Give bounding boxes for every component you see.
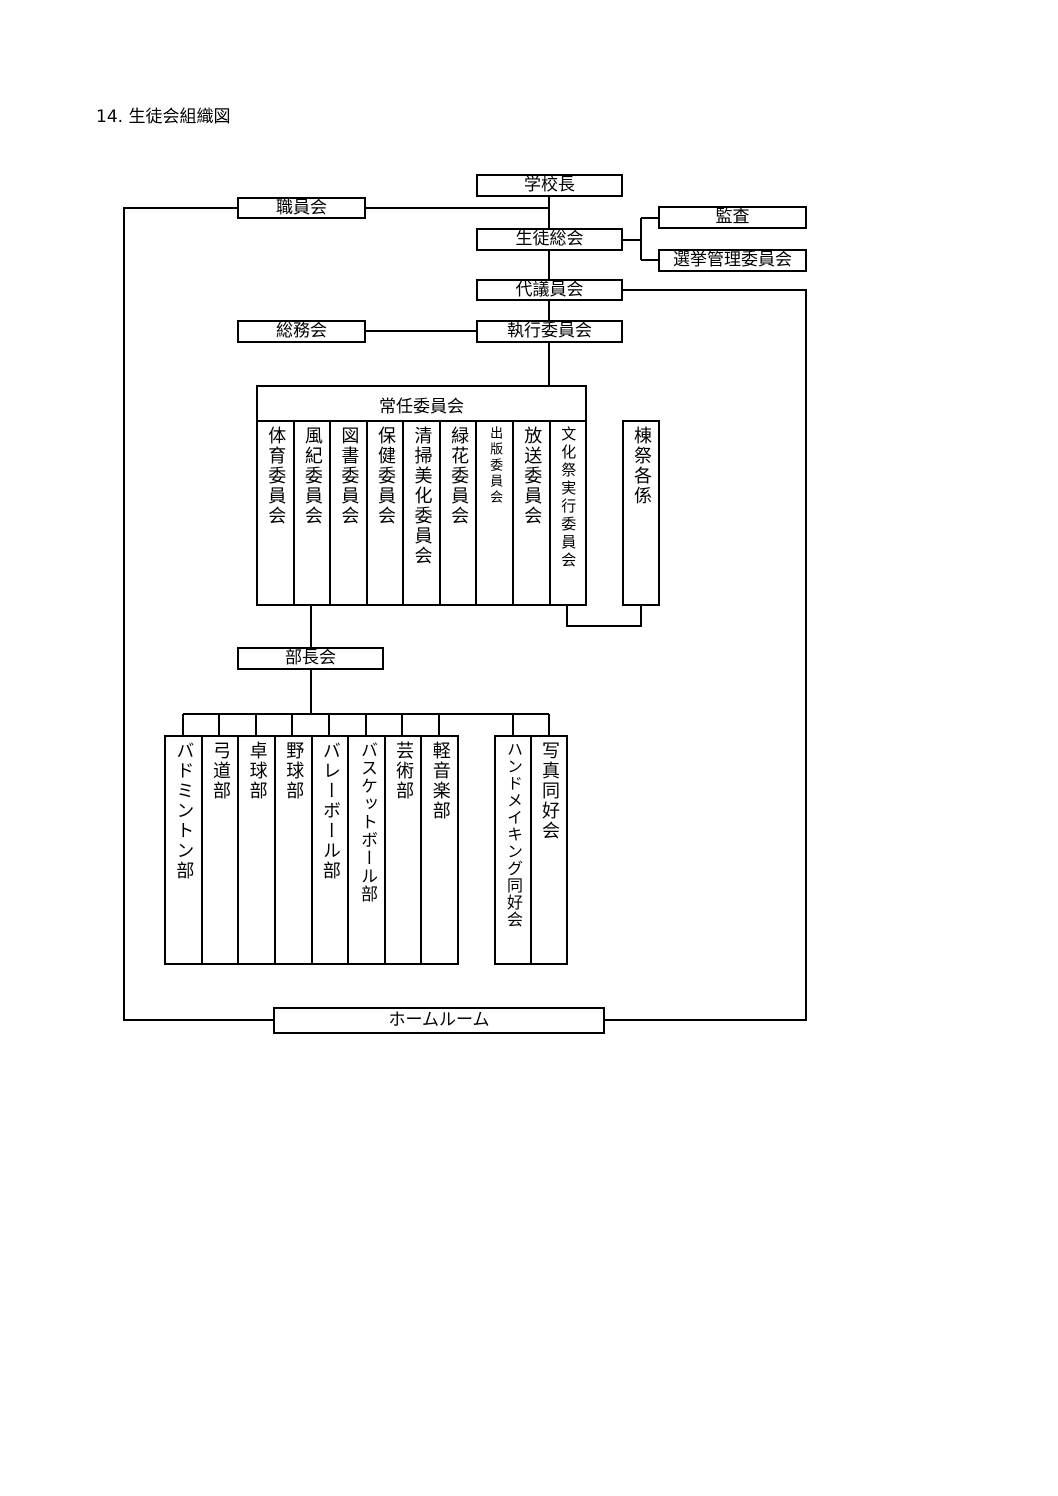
committee-column: 清掃美化委員会 [402, 422, 439, 604]
page-title: 14. 生徒会組織図 [96, 107, 231, 127]
committee-label: 保健委員会 [374, 426, 396, 526]
group-column: 写真同好会 [530, 737, 566, 963]
general-affairs-label: 総務会 [276, 321, 327, 341]
club-column: バレーボール部 [310, 737, 348, 963]
committee-column: 出版委員会 [475, 422, 512, 604]
homeroom-label: ホームルーム [388, 1010, 490, 1030]
principal-label: 学校長 [524, 175, 575, 195]
club-column: 野球部 [273, 737, 311, 963]
standing-committee-columns: 体育委員会 風紀委員会 図書委員会 保健委員会 清掃美化委員会 緑花委員会 出版… [256, 420, 587, 606]
club-column: バスケットボール部 [347, 737, 384, 963]
club-label: 弓道部 [209, 741, 231, 801]
committee-column: 放送委員会 [511, 422, 549, 604]
committee-label: 放送委員会 [521, 426, 543, 526]
standing-committee-label: 常任委員会 [379, 397, 464, 417]
clubs-columns: バドミントン部 弓道部 卓球部 野球部 バレーボール部 バスケットボール部 芸術… [164, 735, 459, 965]
dorm-festival-column: 棟祭各係 [624, 422, 658, 604]
group-label: 写真同好会 [539, 741, 560, 841]
club-column: 芸術部 [383, 737, 421, 963]
committee-label: 体育委員会 [265, 426, 287, 526]
executive-committee-label: 執行委員会 [507, 321, 592, 341]
club-label: 芸術部 [393, 741, 415, 801]
committee-column: 保健委員会 [365, 422, 403, 604]
group-column: ハンドメイキング同好会 [496, 737, 530, 963]
committee-column: 緑花委員会 [438, 422, 476, 604]
audit-label: 監査 [715, 207, 750, 227]
election-committee-label: 選挙管理委員会 [673, 250, 792, 270]
standing-committee-header: 常任委員会 [256, 385, 587, 422]
club-label: バドミントン部 [173, 741, 195, 881]
club-column: 弓道部 [200, 737, 238, 963]
committee-column: 図書委員会 [329, 422, 366, 604]
club-label: バレーボール部 [319, 741, 341, 881]
committee-label: 風紀委員会 [301, 426, 323, 526]
groups-columns: ハンドメイキング同好会 写真同好会 [494, 735, 568, 965]
election-committee-box: 選挙管理委員会 [658, 249, 807, 272]
audit-box: 監査 [658, 206, 807, 229]
committee-label: 図書委員会 [338, 426, 360, 526]
committee-column: 文化祭実行委員会 [548, 422, 586, 604]
committee-column: 風紀委員会 [292, 422, 330, 604]
general-affairs-box: 総務会 [237, 320, 366, 343]
principal-box: 学校長 [476, 174, 623, 197]
committee-column: 体育委員会 [258, 422, 293, 604]
club-column: 軽音楽部 [420, 737, 457, 963]
club-label: 軽音楽部 [429, 741, 451, 821]
club-column: 卓球部 [237, 737, 274, 963]
homeroom-box: ホームルーム [273, 1007, 605, 1034]
club-heads-label: 部長会 [285, 648, 336, 668]
committee-label: 清掃美化委員会 [411, 426, 433, 566]
staff-box: 職員会 [237, 197, 366, 219]
general-assembly-box: 生徒総会 [476, 228, 623, 251]
club-label: 野球部 [283, 741, 305, 801]
committee-label: 出版委員会 [487, 426, 503, 506]
dorm-festival-box: 棟祭各係 [622, 420, 660, 606]
representatives-box: 代議員会 [476, 279, 623, 301]
staff-label: 職員会 [276, 197, 327, 218]
committee-label: 緑花委員会 [448, 426, 470, 526]
club-label: バスケットボール部 [356, 741, 377, 903]
group-label: ハンドメイキング同好会 [504, 741, 523, 928]
committee-label: 文化祭実行委員会 [559, 426, 578, 570]
representatives-label: 代議員会 [515, 279, 584, 300]
dorm-festival-label: 棟祭各係 [631, 426, 652, 506]
executive-committee-box: 執行委員会 [476, 320, 623, 343]
club-column: バドミントン部 [166, 737, 201, 963]
general-assembly-label: 生徒総会 [515, 229, 584, 249]
club-heads-box: 部長会 [237, 647, 384, 670]
club-label: 卓球部 [246, 741, 268, 801]
